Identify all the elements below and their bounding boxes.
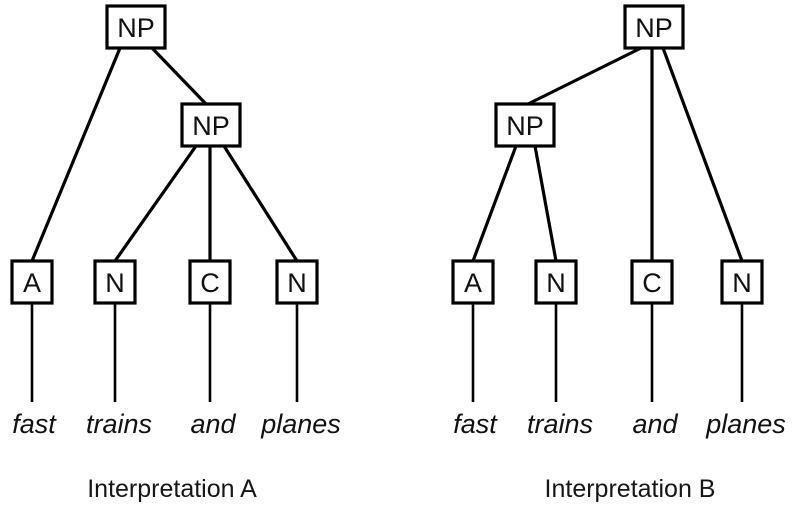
tree-node-n[interactable]: N: [275, 259, 319, 305]
node-label: NP: [506, 111, 544, 141]
node-box-outline: [534, 259, 578, 305]
terminal-word: and: [632, 409, 678, 439]
tree-node-np[interactable]: NP: [105, 4, 167, 50]
tree-caption: Interpretation A: [87, 475, 257, 503]
node-box-outline: [275, 259, 319, 305]
node-label: N: [546, 268, 566, 298]
node-label: A: [464, 268, 482, 298]
terminal-word: planes: [260, 409, 341, 439]
node-label: NP: [192, 111, 230, 141]
tree-node-np[interactable]: NP: [623, 4, 685, 50]
node-box-outline: [451, 259, 495, 305]
node-box-outline: [93, 259, 137, 305]
tree-node-np[interactable]: NP: [180, 102, 242, 148]
tree-edge: [527, 46, 642, 106]
node-box-outline: [105, 4, 167, 50]
tree-edge: [222, 145, 299, 262]
node-label: C: [642, 268, 662, 298]
tree-node-c[interactable]: C: [630, 259, 674, 305]
terminal-word: fast: [453, 409, 498, 439]
tree-edge: [150, 46, 208, 106]
node-label: N: [105, 268, 125, 298]
tree-edge: [533, 145, 558, 262]
node-label: N: [287, 268, 307, 298]
node-box-outline: [180, 102, 242, 148]
node-label: C: [200, 268, 220, 298]
node-label: NP: [117, 13, 155, 43]
tree-node-a[interactable]: A: [10, 259, 54, 305]
node-label: NP: [635, 13, 673, 43]
tree-node-a[interactable]: A: [451, 259, 495, 305]
tree-node-np[interactable]: NP: [494, 102, 556, 148]
tree-edge: [30, 47, 122, 262]
node-box-outline: [494, 102, 556, 148]
node-label: N: [732, 268, 752, 298]
tree-node-n[interactable]: N: [720, 259, 764, 305]
tree-node-n[interactable]: N: [534, 259, 578, 305]
tree-edge: [661, 47, 744, 262]
terminal-word: trains: [527, 409, 593, 439]
terminal-word: planes: [705, 409, 786, 439]
terminal-word: and: [190, 409, 236, 439]
node-box-outline: [623, 4, 685, 50]
tree-node-c[interactable]: C: [188, 259, 232, 305]
node-box-outline: [630, 259, 674, 305]
node-label: A: [23, 268, 41, 298]
terminal-word: trains: [86, 409, 152, 439]
terminal-word: fast: [12, 409, 57, 439]
tree-node-n[interactable]: N: [93, 259, 137, 305]
tree-caption: Interpretation B: [545, 475, 716, 503]
node-box-outline: [720, 259, 764, 305]
tree-edge: [471, 145, 518, 262]
node-box-outline: [10, 259, 54, 305]
node-box-outline: [188, 259, 232, 305]
tree-edge: [113, 145, 198, 262]
